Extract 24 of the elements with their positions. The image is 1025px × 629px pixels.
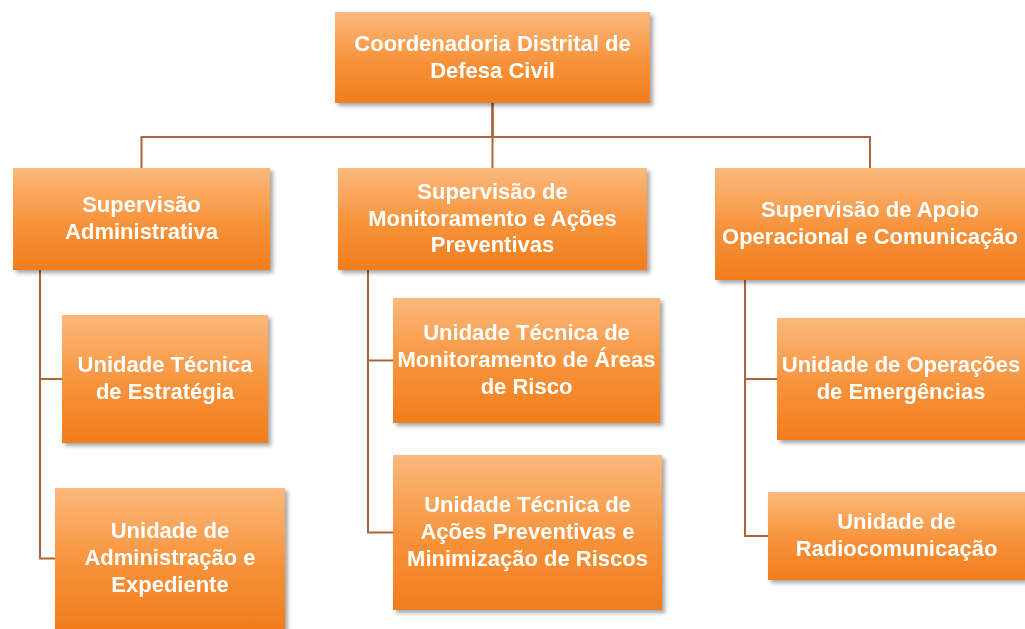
box-label: Unidade Técnica de Ações Preventivas e Minimização de Riscos (406, 492, 649, 573)
org-box (768, 492, 1025, 580)
org-box (335, 12, 650, 103)
box-label: Unidade de Administração e Expediente (83, 518, 257, 599)
box-label: Supervisão de Monitoramento e Ações Preventivas (367, 178, 618, 260)
org-box (13, 168, 270, 270)
org-box (393, 455, 662, 610)
org-box (715, 168, 1025, 280)
box-label: Unidade de Operações de Emergências (781, 352, 1021, 406)
box-label: Supervisão de Apoio Operacional e Comunicação (721, 197, 1019, 251)
box-label: Coordenadoria Distrital de Defesa Civil (353, 30, 632, 85)
org-box (62, 315, 268, 443)
connector-line (39, 269, 56, 560)
org-box (338, 168, 647, 270)
connector-line (744, 279, 769, 537)
connector-line (491, 102, 871, 169)
box-label: Unidade de Radiocomunicação (794, 509, 999, 563)
org-box (393, 298, 660, 423)
box-label: Supervisão Administrativa (64, 192, 219, 246)
org-box (55, 488, 285, 629)
box-label: Unidade Técnica de Estratégia (76, 352, 254, 406)
box-label: Unidade Técnica de Monitoramento de Áreas de Risco (397, 320, 656, 401)
org-box (777, 318, 1025, 440)
connector-line (367, 269, 394, 534)
